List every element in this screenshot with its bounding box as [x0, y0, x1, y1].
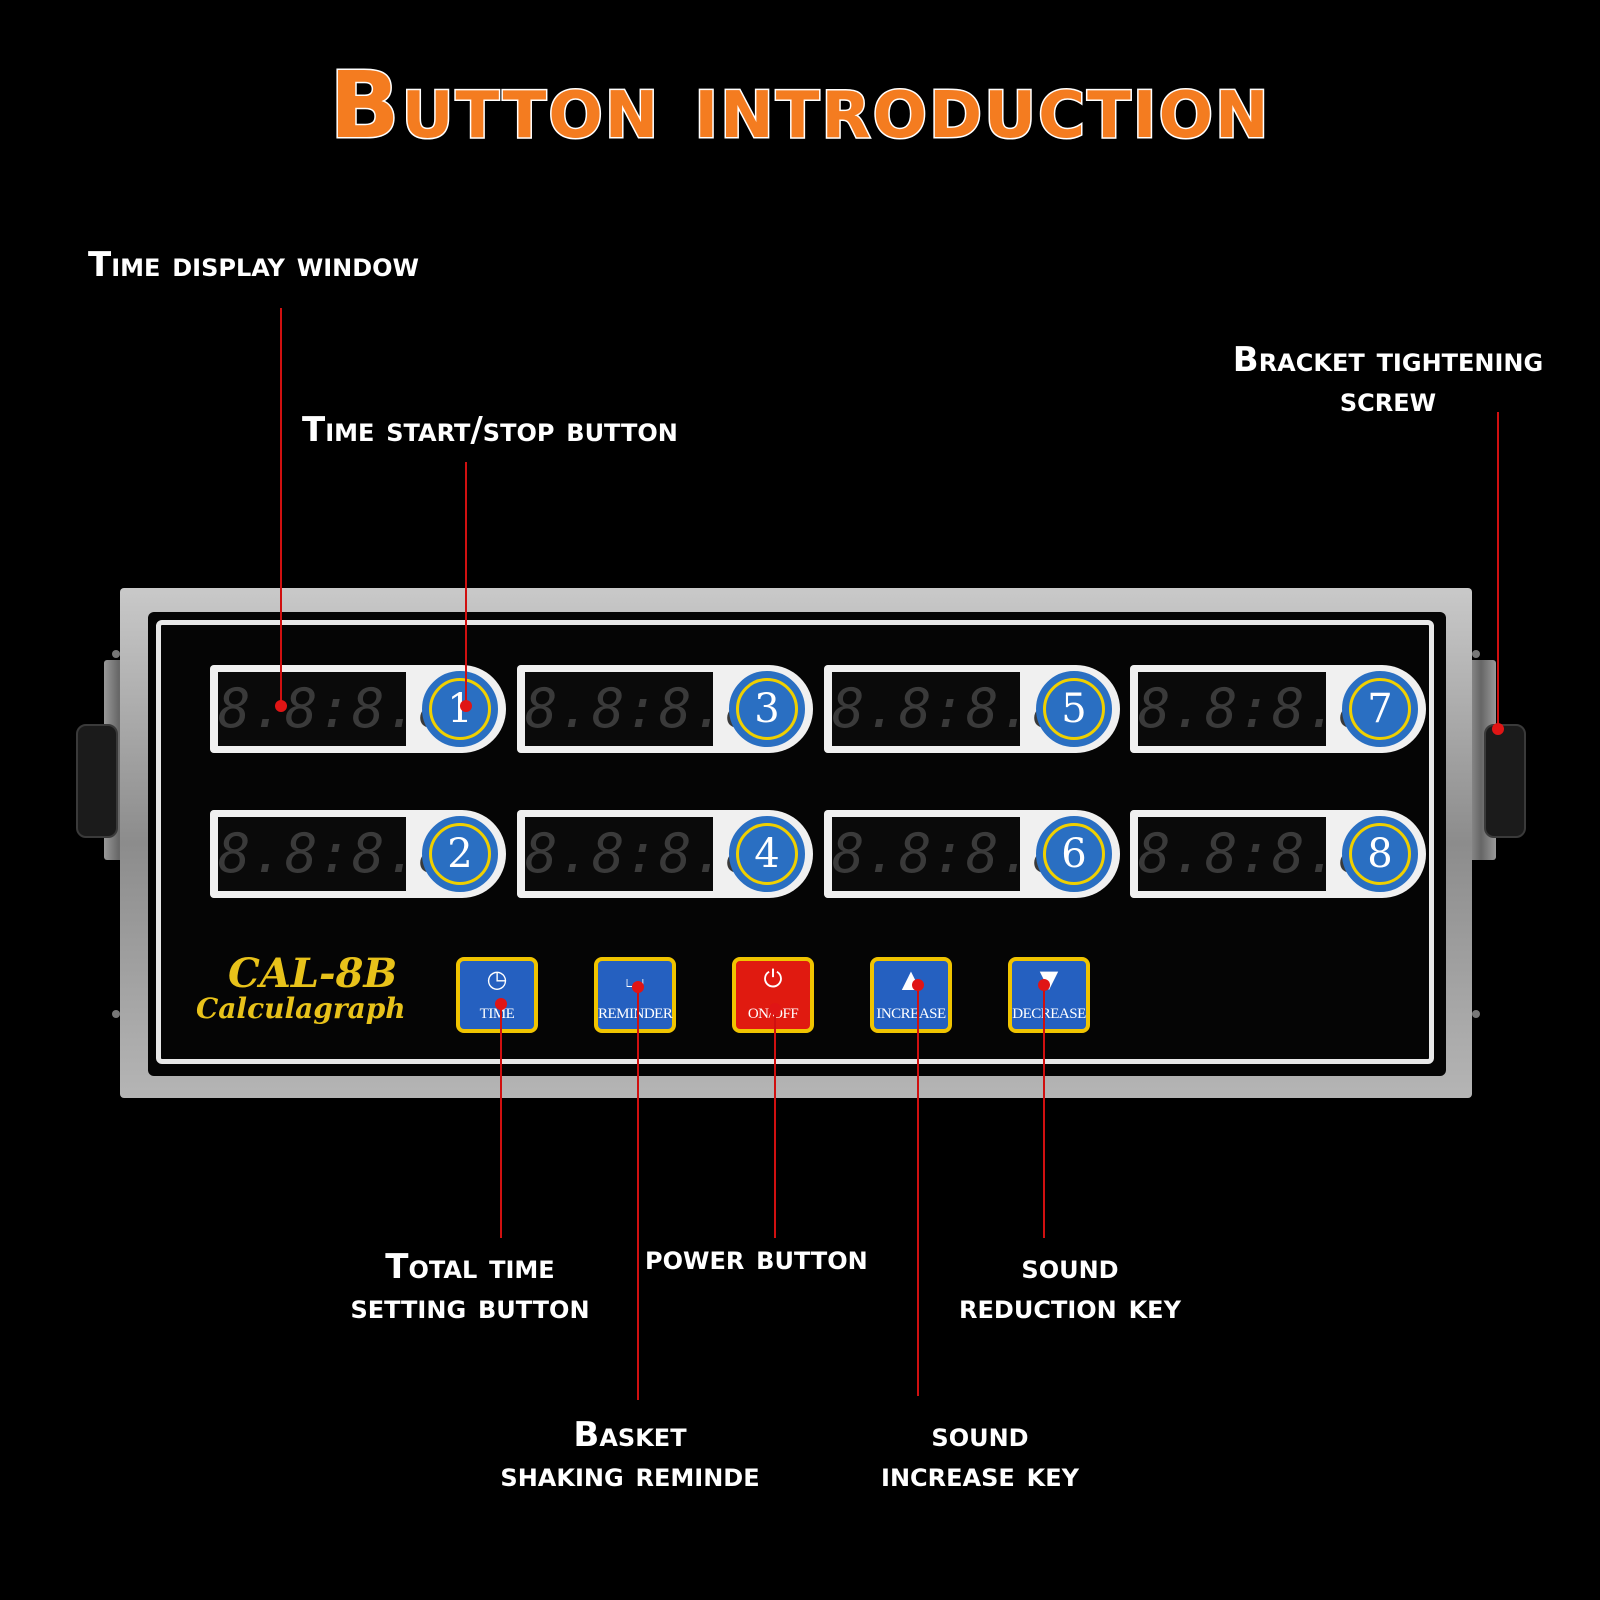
timer-6: 8.8:8.8 6: [824, 810, 1120, 898]
channel-number: 5: [1043, 678, 1105, 740]
callout-line-decrease: [1043, 984, 1045, 1238]
timer-2: 8.8:8.8 2: [210, 810, 506, 898]
start-stop-button-7[interactable]: 7: [1342, 671, 1418, 747]
decrease-button[interactable]: ▼ DECREASE: [1008, 957, 1090, 1033]
label-total-time-setting: Total time setting button: [300, 1247, 640, 1327]
triangle-up-icon: ▲: [901, 965, 921, 993]
timer-5: 8.8:8.8 5: [824, 665, 1120, 753]
button-label: REMINDER: [598, 1006, 673, 1022]
clock-icon: ◷: [486, 965, 508, 993]
screw: [112, 1010, 120, 1018]
time-display: 8.8:8.8: [1138, 817, 1372, 891]
left-knob[interactable]: [76, 724, 118, 838]
label-bracket-line1: Bracket tightening: [1232, 340, 1544, 380]
button-label: INCREASE: [876, 1006, 946, 1022]
callout-dot-display: [275, 700, 287, 712]
channel-number: 2: [429, 823, 491, 885]
time-display: 8.8:8.8: [832, 817, 1066, 891]
callout-line-increase: [917, 984, 919, 1396]
start-stop-button-3[interactable]: 3: [729, 671, 805, 747]
callout-line-bracket: [1497, 412, 1499, 730]
reminder-button[interactable]: ⌴ REMINDER: [594, 957, 676, 1033]
model-name: CAL-8B: [228, 950, 398, 997]
power-button[interactable]: ⏻ ON/OFF: [732, 957, 814, 1033]
channel-number: 3: [736, 678, 798, 740]
label-sound-increase-line1: sound: [931, 1415, 1029, 1455]
label-basket-line2: shaking reminde: [500, 1455, 760, 1495]
channel-number: 4: [736, 823, 798, 885]
start-stop-button-4[interactable]: 4: [729, 816, 805, 892]
label-sound-increase-line2: increase key: [881, 1455, 1079, 1495]
callout-dot-time: [495, 998, 507, 1010]
callout-line-time: [500, 1003, 502, 1238]
time-display: 8.8:8.8: [525, 817, 759, 891]
button-label: TIME: [479, 1006, 515, 1022]
screw: [112, 650, 120, 658]
callout-dot-decrease: [1038, 979, 1050, 991]
callout-line-start-stop: [465, 462, 467, 704]
callout-line-power: [774, 1008, 776, 1238]
label-sound-reduction: sound reduction key: [920, 1247, 1220, 1327]
product-name: Calculagraph: [196, 992, 406, 1025]
panel-border: [156, 620, 1434, 1064]
label-bracket-line2: screw: [1339, 380, 1437, 420]
label-bracket-screw: Bracket tightening screw: [1188, 340, 1588, 420]
screw: [1472, 650, 1480, 658]
time-display: 8.8:8.8: [525, 672, 759, 746]
callout-dot-increase: [912, 979, 924, 991]
time-display: 8.8:8.8: [1138, 672, 1372, 746]
start-stop-button-8[interactable]: 8: [1342, 816, 1418, 892]
timer-4: 8.8:8.8 4: [517, 810, 813, 898]
channel-number: 8: [1349, 823, 1411, 885]
label-sound-increase: sound increase key: [820, 1415, 1140, 1495]
label-total-time-line2: setting button: [350, 1287, 590, 1327]
timer-8: 8.8:8.8 8: [1130, 810, 1426, 898]
label-start-stop-button: Time start/stop button: [302, 410, 678, 450]
power-icon: ⏻: [763, 965, 783, 993]
label-basket-line1: Basket: [573, 1415, 687, 1455]
callout-dot-power: [769, 1003, 781, 1015]
timer-3: 8.8:8.8 3: [517, 665, 813, 753]
callout-line-reminder: [637, 986, 639, 1400]
time-display: 8.8:8.8: [218, 817, 452, 891]
start-stop-button-6[interactable]: 6: [1036, 816, 1112, 892]
label-power-button: power button: [645, 1238, 868, 1278]
start-stop-button-5[interactable]: 5: [1036, 671, 1112, 747]
timer-1: 8.8:8.8 1: [210, 665, 506, 753]
screw: [1472, 1010, 1480, 1018]
time-button[interactable]: ◷ TIME: [456, 957, 538, 1033]
time-display: 8.8:8.8: [832, 672, 1066, 746]
channel-number: 6: [1043, 823, 1105, 885]
page-title: Button introduction: [328, 51, 1271, 161]
label-sound-reduction-line1: sound: [1021, 1247, 1119, 1287]
callout-dot-reminder: [632, 981, 644, 993]
label-basket-shaking: Basket shaking reminde: [460, 1415, 800, 1495]
label-sound-reduction-line2: reduction key: [959, 1287, 1181, 1327]
time-display: 8.8:8.8: [218, 672, 452, 746]
callout-dot-bracket: [1492, 723, 1504, 735]
label-time-display-window: Time display window: [88, 245, 420, 285]
triangle-down-icon: ▼: [1039, 965, 1059, 993]
callout-dot-start-stop: [460, 700, 472, 712]
callout-line-display: [280, 308, 282, 704]
label-total-time-line1: Total time: [385, 1247, 555, 1287]
channel-number: 7: [1349, 678, 1411, 740]
increase-button[interactable]: ▲ INCREASE: [870, 957, 952, 1033]
timer-7: 8.8:8.8 7: [1130, 665, 1426, 753]
start-stop-button-2[interactable]: 2: [422, 816, 498, 892]
button-label: DECREASE: [1012, 1006, 1086, 1022]
right-knob[interactable]: [1484, 724, 1526, 838]
